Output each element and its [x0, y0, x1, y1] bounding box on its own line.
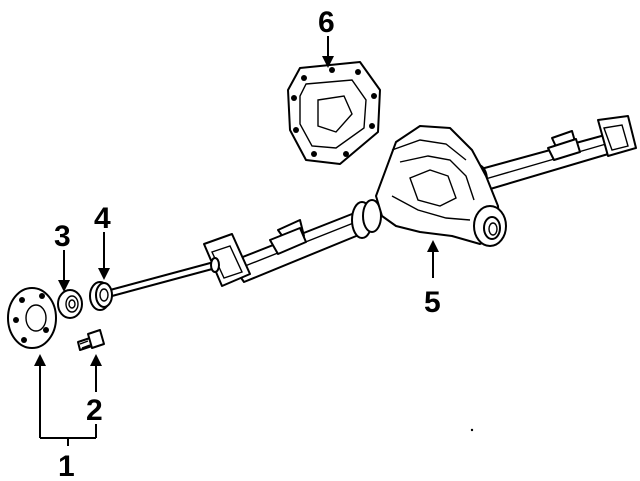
leader-1	[34, 354, 96, 446]
leader-4	[98, 232, 110, 280]
callout-1: 1	[58, 450, 75, 481]
callout-2: 2	[86, 394, 103, 427]
axle-seal	[89, 281, 113, 311]
leader-5	[427, 240, 439, 278]
axle-bearing	[57, 289, 83, 319]
callout-4: 4	[94, 202, 111, 235]
leader-3	[58, 250, 70, 292]
leader-6	[322, 36, 334, 68]
callout-6: 6	[318, 6, 335, 39]
speck	[470, 428, 474, 432]
callout-5: 5	[424, 286, 441, 319]
leader-2	[90, 354, 102, 438]
axle-shaft	[109, 257, 220, 297]
differential-cover	[287, 61, 381, 165]
callout-3: 3	[54, 220, 71, 253]
axle-housing	[203, 115, 637, 287]
wheel-stud	[77, 329, 105, 351]
axle-flange	[7, 287, 57, 349]
